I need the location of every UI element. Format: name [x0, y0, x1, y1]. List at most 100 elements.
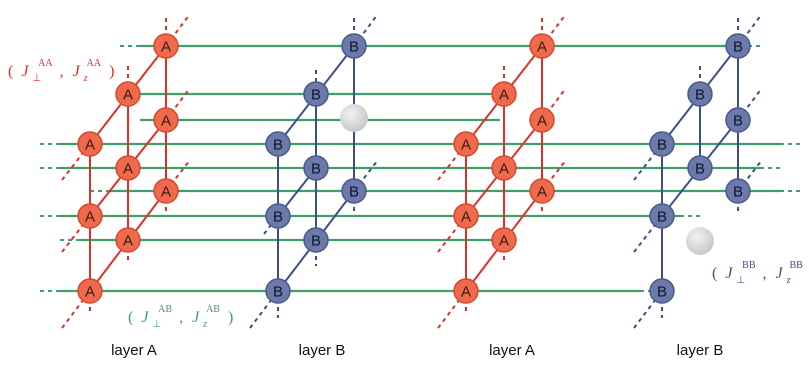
site-a-layer2-5-circle [491, 155, 517, 181]
site-a-layer2-2-circle [453, 203, 479, 229]
site-b-layer2-1-label: B [657, 284, 667, 301]
site-a-layer1-9: A [153, 33, 179, 59]
site-b-layer1-4-circle [303, 227, 329, 253]
site-a-layer2-2-label: A [461, 209, 471, 226]
site-a-layer1-3-circle [77, 131, 103, 157]
perp-subscript: ⊥ [32, 73, 41, 84]
site-b-layer2-1-circle [649, 278, 675, 304]
site-a-layer2-6-label: A [499, 87, 509, 104]
layer-a-2-bond-diagonal-dashed [541, 13, 567, 47]
site-b-layer1-6-label: B [311, 87, 321, 104]
site-a-layer1-7: A [153, 178, 179, 204]
bond-lines [40, 13, 800, 329]
site-a-layer2-3: A [453, 131, 479, 157]
site-a-layer1-5-circle [115, 155, 141, 181]
site-a-layer2-9-circle [529, 33, 555, 59]
site-b-layer2-2: B [649, 203, 675, 229]
site-b-layer1-4: B [303, 227, 329, 253]
perp-subscript: ⊥ [736, 275, 745, 286]
site-a-layer2-9-label: A [537, 39, 547, 56]
layer-b-2-bond-diagonal-dashed [737, 159, 763, 192]
caption-layer-a-2: layer A [489, 342, 535, 359]
site-b-layer1-1: B [265, 278, 291, 304]
layer-b-2-bond-diagonal-dashed [737, 87, 763, 121]
site-a-layer2-9: A [529, 33, 555, 59]
layer-a-1-bond-diagonal-dashed [165, 87, 191, 121]
site-b-layer2-8: B [725, 33, 751, 59]
site-b-layer2-7: B [725, 107, 751, 133]
site-b-layer2-3: B [649, 131, 675, 157]
j-symbol: J [73, 63, 81, 80]
impurity-sphere-1 [340, 104, 368, 132]
site-a-layer2-3-label: A [461, 137, 471, 154]
j-symbol: J [725, 265, 733, 282]
site-a-layer2-5: A [491, 155, 517, 181]
site-a-layer2-2: A [453, 203, 479, 229]
j-symbol: J [21, 63, 29, 80]
impurity-sphere-2 [686, 227, 714, 255]
site-b-layer1-4-label: B [311, 233, 321, 250]
site-b-layer2-4-label: B [695, 161, 705, 178]
perp-subscript: ⊥ [152, 319, 161, 330]
site-a-layer1-3-label: A [85, 137, 95, 154]
site-b-layer1-6: B [303, 81, 329, 107]
site-b-layer1-5: B [303, 155, 329, 181]
site-a-layer2-6: A [491, 81, 517, 107]
paren-open: ( [8, 63, 13, 80]
layer-b-1-bond-diagonal-dashed [353, 159, 379, 192]
site-a-layer1-3: A [77, 131, 103, 157]
layer-b-2-bond-diagonal-dashed [737, 13, 763, 47]
site-b-layer1-5-label: B [311, 161, 321, 178]
site-a-layer2-4-label: A [499, 233, 509, 250]
bb-superscript: BB [790, 260, 804, 271]
site-a-layer1-9-label: A [161, 39, 171, 56]
site-a-layer2-7: A [529, 178, 555, 204]
site-a-layer1-7-circle [153, 178, 179, 204]
site-a-layer1-5-label: A [123, 161, 133, 178]
site-a-layer2-8-circle [529, 107, 555, 133]
site-b-layer2-6-circle [725, 178, 751, 204]
j-symbol: J [776, 265, 784, 282]
site-b-layer1-2-circle [265, 203, 291, 229]
site-a-layer2-6-circle [491, 81, 517, 107]
paren-open: ( [128, 309, 133, 326]
site-b-layer2-8-circle [725, 33, 751, 59]
comma: , [763, 265, 767, 282]
site-b-layer2-6-label: B [733, 184, 743, 201]
site-a-layer2-7-circle [529, 178, 555, 204]
site-a-layer1-1-circle [77, 278, 103, 304]
site-a-layer2-8-label: A [537, 113, 547, 130]
site-a-layer1-9-circle [153, 33, 179, 59]
site-a-layer1-4-label: A [123, 233, 133, 250]
site-a-layer1-8-circle [153, 107, 179, 133]
site-b-layer2-8-label: B [733, 39, 743, 56]
site-b-layer2-5-label: B [695, 87, 705, 104]
annotations: ( J ⊥ AA , J z AA ) ( J ⊥ AB , J z AB ) [8, 53, 804, 359]
comma: , [60, 63, 64, 80]
site-a-layer1-4: A [115, 227, 141, 253]
layer-b-1-bond-diagonal-dashed [353, 13, 379, 47]
caption-layer-b-2: layer B [677, 342, 724, 359]
site-a-layer2-3-circle [453, 131, 479, 157]
layer-a-2-bond-diagonal-dashed [541, 159, 567, 192]
site-b-layer1-5-circle [303, 155, 329, 181]
site-b-layer2-3-label: B [657, 137, 667, 154]
site-b-layer2-3-circle [649, 131, 675, 157]
site-a-layer1-8-label: A [161, 113, 171, 130]
site-b-layer2-6: B [725, 178, 751, 204]
site-a-layer2-4: A [491, 227, 517, 253]
site-b-layer2-5-circle [687, 81, 713, 107]
comma: , [179, 309, 183, 326]
site-b-layer1-8: B [341, 33, 367, 59]
site-b-layer1-8-circle [341, 33, 367, 59]
layer-a-2-bond-diagonal-dashed [541, 87, 567, 121]
site-a-layer1-2-circle [77, 203, 103, 229]
coupling-label-aa: ( J ⊥ AA , J z AA ) [8, 53, 114, 85]
layer-a-1-bond-diagonal-dashed [165, 13, 191, 47]
site-b-layer2-4: B [687, 155, 713, 181]
site-b-layer2-1: B [649, 278, 675, 304]
site-b-layer1-8-label: B [349, 39, 359, 56]
site-a-layer2-1-circle [453, 278, 479, 304]
